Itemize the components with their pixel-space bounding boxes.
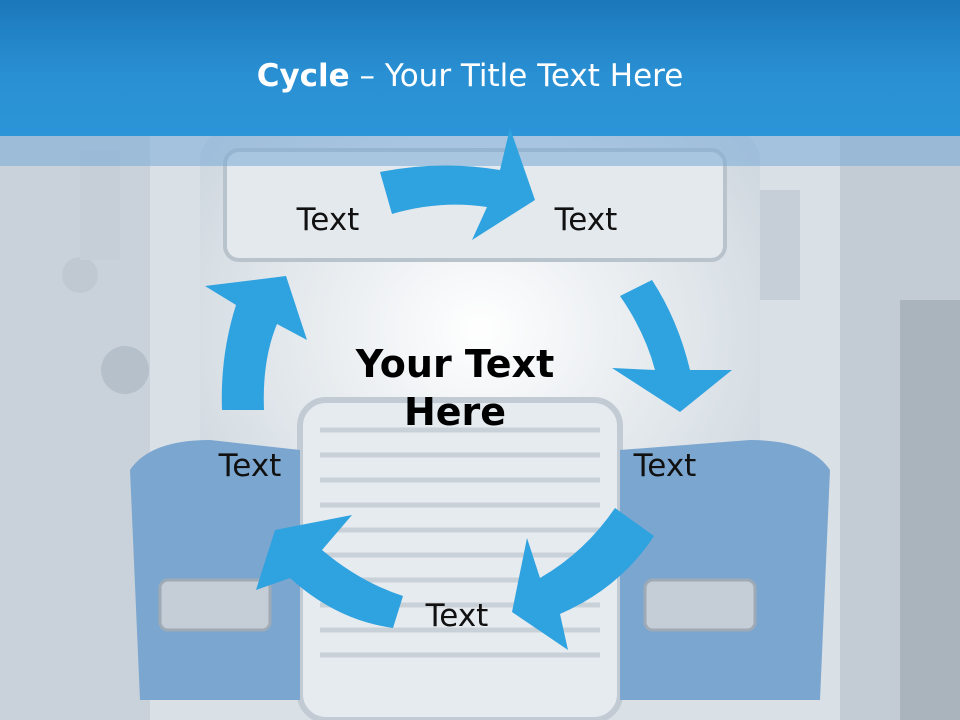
- slide-title-rest: – Your Title Text Here: [349, 58, 684, 94]
- cycle-center-text: Your Text Here: [320, 340, 590, 436]
- cycle-node-label: Text: [218, 448, 282, 484]
- cycle-node-label: Text: [425, 598, 489, 634]
- cycle-node-label: Text: [554, 202, 618, 238]
- title-bar: [0, 0, 960, 136]
- cycle-center-text-line2: Here: [403, 390, 507, 434]
- cycle-arrow-bottom-right: [512, 508, 654, 650]
- cycle-arrow-bottom-left: [256, 515, 403, 628]
- cycle-center-text-line1: Your Text: [355, 342, 555, 386]
- cycle-arrow-right: [612, 280, 732, 412]
- cycle-arrow-left: [205, 276, 307, 410]
- title-bar-strip: [0, 136, 960, 166]
- slide-title: Cycle – Your Title Text Here: [0, 56, 940, 96]
- cycle-node-label: Text: [296, 202, 360, 238]
- cycle-arrow-top: [380, 128, 535, 240]
- cycle-node-label: Text: [633, 448, 697, 484]
- slide-title-bold: Cycle: [256, 58, 350, 94]
